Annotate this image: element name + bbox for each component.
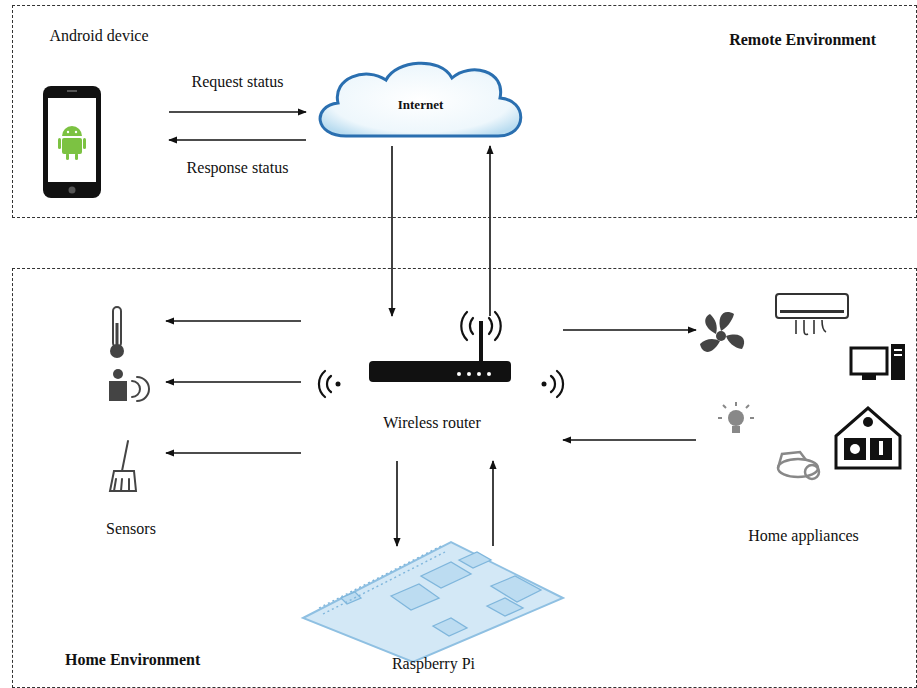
home-region: Home Environment Wireless router xyxy=(12,268,917,688)
raspberry-pi: Raspberry Pi xyxy=(301,546,566,681)
edge-label: Request status xyxy=(189,72,287,92)
node-label: Android device xyxy=(49,26,148,46)
edge-label: Response status xyxy=(184,158,292,178)
router-icon xyxy=(301,316,563,461)
node-label: Raspberry Pi xyxy=(392,654,475,674)
arrow-connector xyxy=(166,452,301,454)
arrow-connector xyxy=(169,139,306,141)
arrow-connector xyxy=(391,146,393,316)
appliance-icons xyxy=(696,286,911,551)
arrow-connector xyxy=(166,320,301,322)
node-label: Home Environment xyxy=(65,650,200,670)
home-appliances: Home appliances xyxy=(696,286,911,551)
internet-cloud: Internet xyxy=(306,56,531,146)
sensors-group: Sensors xyxy=(96,301,166,546)
arrow-connector xyxy=(396,461,398,546)
arrow-connector xyxy=(169,111,306,113)
phone-icon xyxy=(29,26,169,201)
android-device: Android device xyxy=(29,26,169,201)
arrow-connector xyxy=(492,461,494,546)
remote-region: Remote Environment Android device Intern… xyxy=(12,5,917,218)
node-label: Home appliances xyxy=(748,526,859,546)
node-label: Wireless router xyxy=(383,413,481,433)
node-label: Remote Environment xyxy=(729,30,876,50)
wireless-router: Wireless router xyxy=(301,316,563,461)
arrow-connector xyxy=(563,329,696,331)
sensor-icons xyxy=(96,301,166,546)
arrow-connector xyxy=(563,439,696,441)
node-label: Sensors xyxy=(106,519,156,539)
node-label: Internet xyxy=(398,95,444,115)
arrow-connector xyxy=(166,381,301,383)
arrow-connector xyxy=(489,146,491,316)
